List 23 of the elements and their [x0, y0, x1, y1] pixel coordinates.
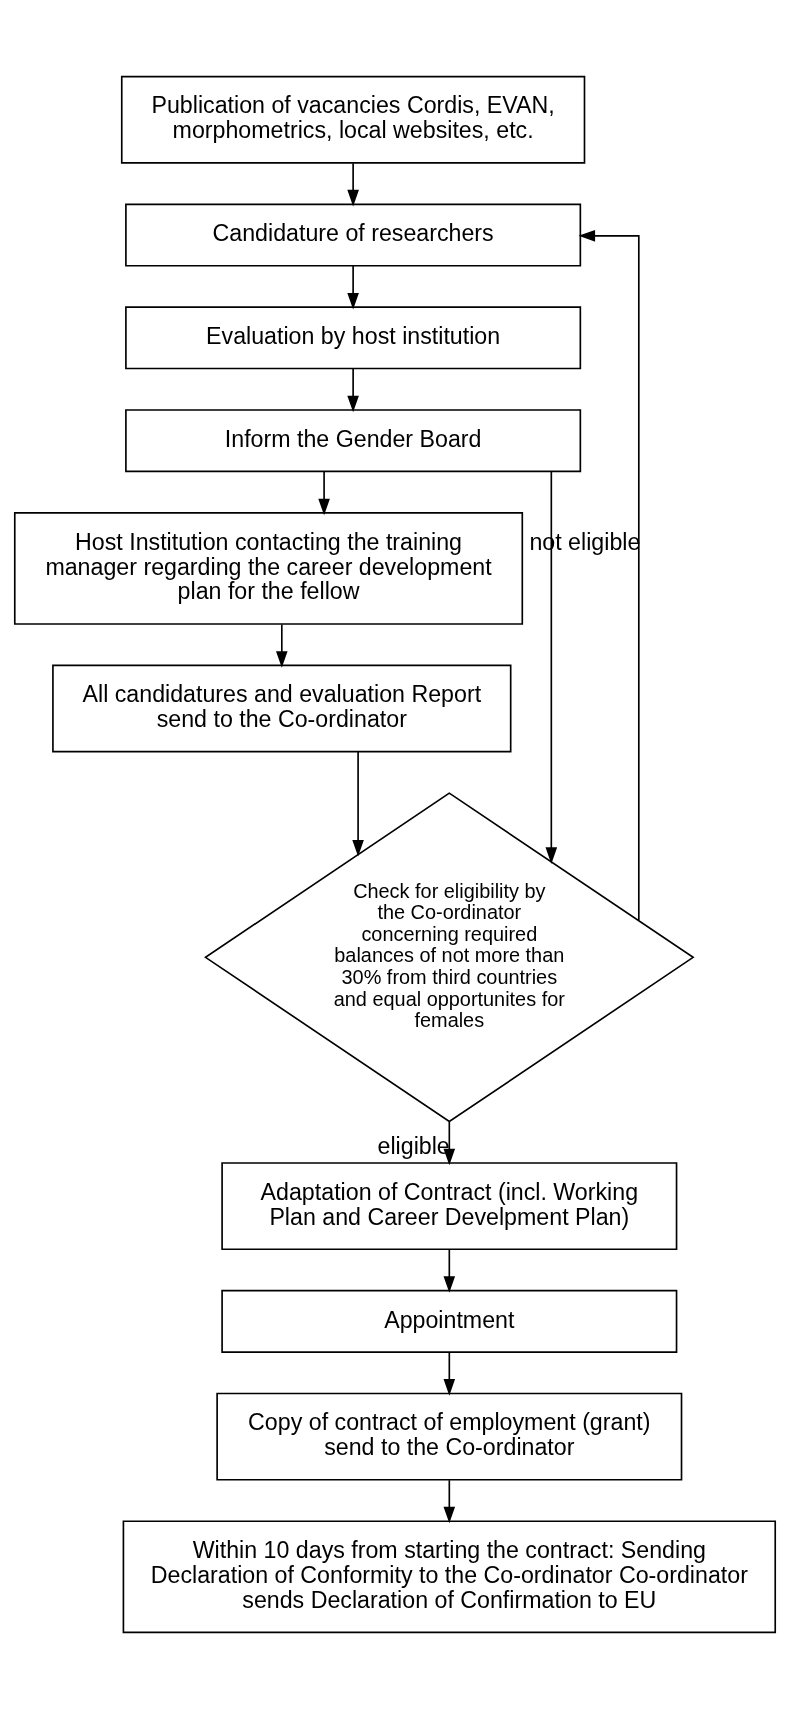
node-box: Publication of vacancies Cordis, EVAN, morphometrics, local websites, etc. [120, 75, 586, 164]
node-box: Host Institution contacting the training manager regarding the career development plan for the fellow [13, 512, 524, 625]
node-diamond: Check for eligibility by the Co-ordinator concerning required balances of not more than 30% from third countries and equal opportunites for females [204, 792, 695, 1123]
arrow [347, 265, 359, 310]
node-box: Adaptation of Contract (incl. Working Plan and Career Develpment Plan) [221, 1162, 678, 1251]
node-box: Inform the Gender Board [125, 409, 582, 473]
arrow [352, 751, 364, 857]
arrow [578, 230, 640, 922]
arrow [545, 470, 558, 864]
node-box: Evaluation by host institution [125, 306, 582, 370]
arrow [347, 367, 359, 413]
node-box: Copy of contract of employment (grant) send to the Co-ordinator [216, 1392, 683, 1481]
arrow [318, 470, 330, 516]
arrow [276, 623, 288, 668]
arrow [347, 162, 359, 207]
node-box: Within 10 days from starting the contract: Sending Declaration of Conformity to the Co-ordinator Co-ordinator sends Declaration of Confirmation to EU [122, 1520, 777, 1634]
arrow [443, 1351, 456, 1396]
arrow [443, 1479, 456, 1524]
node-box: All candidatures and evaluation Report send to the Co-ordinator [52, 664, 512, 753]
edge-label: eligible [377, 1133, 450, 1160]
node-box: Appointment [221, 1289, 678, 1353]
arrow [443, 1248, 456, 1293]
node-box: Candidature of researchers [125, 203, 582, 267]
